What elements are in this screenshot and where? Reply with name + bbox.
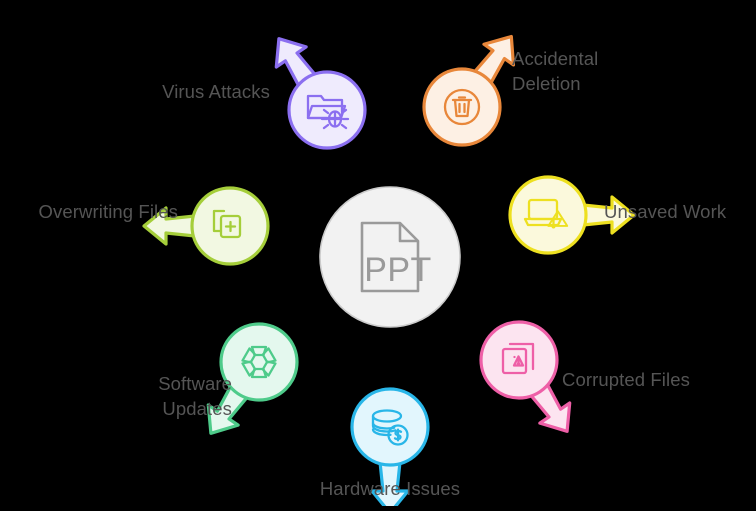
node-circle-accidental-deletion[interactable] — [422, 67, 502, 147]
folder-bug-icon — [306, 94, 350, 130]
node-circle-hardware-issues[interactable] — [350, 387, 430, 467]
node-label-virus-attacks: Virus Attacks — [162, 81, 270, 102]
node-software-updates[interactable] — [219, 322, 299, 402]
file-document-icon — [360, 221, 420, 293]
node-corrupted-files[interactable] — [479, 320, 559, 400]
trash-bin-icon — [443, 88, 481, 126]
node-label-unsaved-work: Unsaved Work — [604, 201, 727, 222]
node-circle-software-updates[interactable] — [219, 322, 299, 402]
center-node-label: PPT — [364, 251, 432, 289]
recycle-refresh-icon — [241, 345, 277, 379]
node-accidental-deletion[interactable] — [422, 67, 502, 147]
node-label-accidental-deletion: Accidental Deletion — [512, 48, 599, 94]
document-fold — [398, 223, 418, 243]
node-label-hardware-issues: Hardware Issues — [319, 478, 461, 499]
node-circle-unsaved-work[interactable] — [508, 175, 588, 255]
node-overwriting-files[interactable] — [190, 186, 270, 266]
node-label-corrupted-files: Corrupted Files — [562, 369, 690, 390]
files-warning-icon — [501, 342, 535, 375]
node-virus-attacks[interactable] — [287, 70, 367, 150]
database-coins-icon — [371, 409, 409, 446]
node-label-software-updates: Software Updates — [158, 373, 232, 419]
copy-files-plus-icon — [212, 209, 242, 239]
document-outline — [360, 221, 420, 293]
node-label-overwriting-files: Overwriting Files — [38, 201, 178, 222]
node-unsaved-work[interactable] — [508, 175, 588, 255]
node-hardware-issues[interactable] — [350, 387, 430, 467]
laptop-warning-icon — [523, 198, 569, 229]
center-node-circle — [319, 186, 461, 328]
node-circle-virus-attacks[interactable] — [287, 70, 367, 150]
